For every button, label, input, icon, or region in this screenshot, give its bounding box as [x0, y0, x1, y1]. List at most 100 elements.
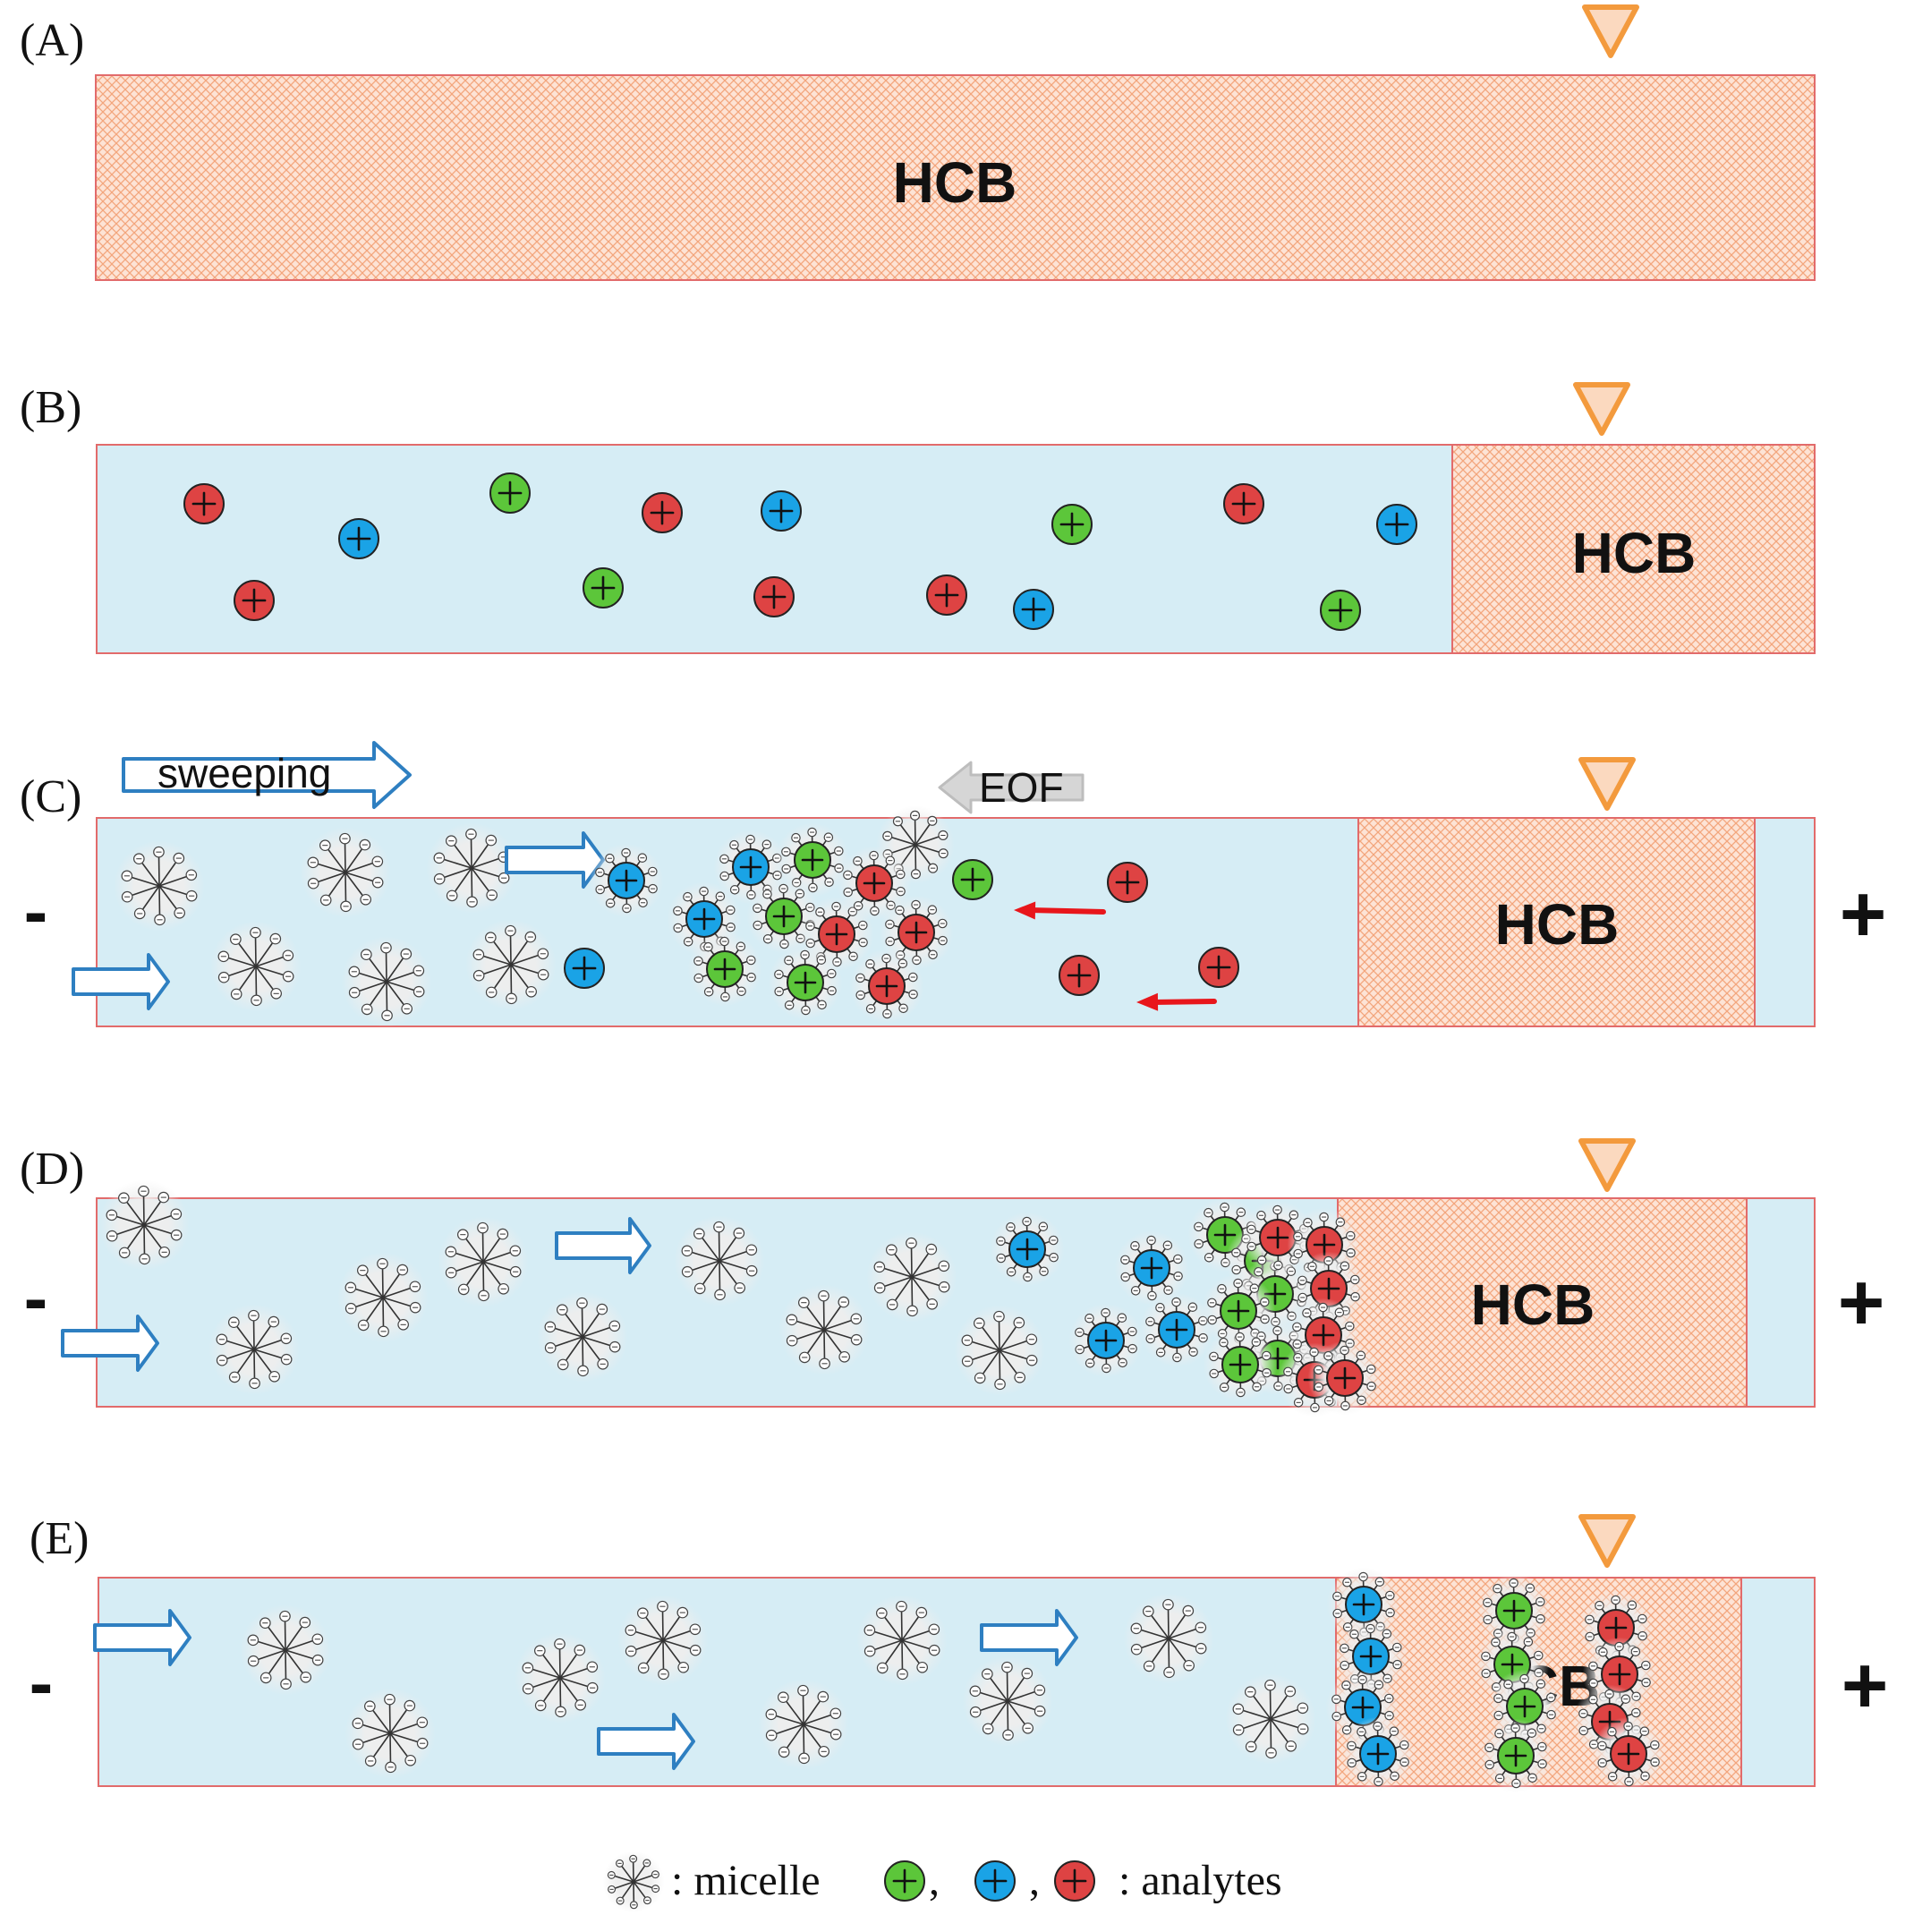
panel-d: (D) HCB - +: [20, 1138, 1885, 1417]
panel-c: (C) HCB - + sweeping EOF: [20, 741, 1887, 1027]
micelle-bound-analyte-icon: [1591, 1716, 1666, 1792]
micelle-bound-analyte-icon: [589, 843, 664, 918]
analyte-red-icon: [642, 492, 683, 533]
micelle-bound-analyte-icon: [1478, 1718, 1553, 1793]
analyte-blue-icon: [1008, 1230, 1046, 1268]
micelle-icon: [602, 1851, 665, 1913]
analyte-blue-icon: [1352, 1638, 1390, 1675]
micelle-icon: [674, 1215, 765, 1306]
detector-icon-c: [1578, 757, 1636, 811]
hcb-zone-d: [1337, 1197, 1748, 1408]
panel-label-a: (A): [20, 15, 84, 66]
analyte-blue-icon: [608, 862, 645, 899]
analyte-blue-icon: [761, 490, 802, 532]
micelle-bound-analyte-icon: [1203, 1327, 1278, 1402]
micelle-icon: [515, 1632, 606, 1723]
micelle-bound-analyte-icon: [1114, 1230, 1189, 1306]
analyte-blue-icon: [1359, 1735, 1397, 1773]
micelle-icon: [465, 919, 557, 1010]
analyte-red-icon: [1059, 955, 1100, 996]
micelle-bound-analyte-icon: [1340, 1716, 1416, 1792]
analyte-green-icon: [1221, 1346, 1259, 1383]
detector-icon-b: [1573, 382, 1630, 436]
analyte-red-icon: [1597, 1609, 1635, 1647]
micelle-icon: [426, 822, 517, 914]
analyte-blue-icon: [338, 518, 379, 559]
analyte-blue-icon: [1087, 1322, 1125, 1359]
panel-label-c: (C): [20, 771, 81, 822]
micelle-icon: [345, 1688, 436, 1779]
analyte-blue-icon: [974, 1860, 1016, 1902]
sweep-direction-arrow: [555, 1217, 651, 1274]
micelle-bound-analyte-icon: [990, 1212, 1065, 1287]
sweep-direction-arrow: [93, 1609, 191, 1666]
analyte-red-icon: [1326, 1359, 1364, 1397]
micelle-icon: [240, 1604, 331, 1696]
anode-sign-d: +: [1838, 1258, 1885, 1348]
micelle-icon: [208, 1304, 300, 1395]
legend: : micelle , , : analytes: [602, 1851, 1282, 1913]
sweeping-label: sweeping: [157, 750, 331, 796]
analyte-green-icon: [787, 964, 824, 1001]
panel-label-b: (B): [20, 382, 81, 433]
hcb-zone-b: [1451, 444, 1816, 654]
analyte-migration-arrow: [1014, 901, 1106, 920]
analyte-blue-icon: [1345, 1586, 1382, 1623]
panel-b: (B) HCB: [20, 382, 1816, 654]
analyte-green-icon: [489, 472, 531, 514]
legend-separator-1: ,: [929, 1857, 940, 1904]
hcb-label-a: HCB: [893, 150, 1017, 215]
cathode-sign-c: -: [24, 872, 48, 951]
analyte-blue-icon: [1158, 1311, 1195, 1349]
particles-group-e: [93, 1567, 1666, 1793]
analyte-red-icon: [183, 483, 225, 524]
micelle-bound-analyte-icon: [687, 932, 762, 1007]
analyte-red-icon: [818, 915, 855, 953]
micelle-icon: [954, 1305, 1045, 1396]
analyte-green-icon: [952, 859, 993, 900]
micelle-icon: [300, 827, 391, 918]
analyte-green-icon: [1320, 590, 1361, 631]
hcb-label-d: HCB: [1471, 1272, 1595, 1337]
analyte-red-icon: [1107, 862, 1148, 903]
legend-separator-2: ,: [1029, 1857, 1040, 1904]
panel-label-e: (E): [30, 1513, 89, 1564]
panel-a: (A) HCB: [20, 4, 1816, 281]
panel-e: (E) CB - +: [30, 1513, 1889, 1793]
hcb-label-b: HCB: [1572, 521, 1697, 585]
hcb-zone-c: [1357, 817, 1756, 1027]
analyte-red-icon: [897, 914, 935, 951]
analyte-blue-icon: [1013, 589, 1054, 630]
analyte-blue-icon: [1344, 1689, 1382, 1726]
micelle-icon: [962, 1655, 1053, 1747]
micelle-icon: [1225, 1673, 1316, 1765]
anode-sign-c: +: [1840, 870, 1887, 959]
analyte-red-icon: [1601, 1655, 1638, 1693]
analyte-red-icon: [1610, 1735, 1647, 1773]
analytes-group-b: [183, 472, 1417, 631]
micelle-icon: [537, 1291, 628, 1383]
sweeping-arrow: [122, 741, 412, 809]
micelle-bound-analyte-icon: [1333, 1619, 1408, 1694]
legend-micelle-text: : micelle: [671, 1857, 821, 1904]
analyte-red-icon: [1223, 483, 1264, 524]
analyte-green-icon: [1495, 1592, 1533, 1630]
cathode-sign-d: -: [24, 1258, 48, 1338]
analyte-green-icon: [1220, 1292, 1257, 1330]
sweep-direction-arrow: [72, 953, 170, 1010]
micelle-icon: [438, 1216, 529, 1307]
analyte-green-icon: [1497, 1737, 1535, 1775]
micelle-icon: [856, 1595, 948, 1686]
anode-sign-e: +: [1842, 1641, 1889, 1731]
analyte-blue-icon: [564, 948, 605, 989]
detector-icon-e: [1578, 1514, 1636, 1568]
analyte-blue-icon: [732, 848, 770, 886]
micelle-icon: [778, 1284, 870, 1375]
analyte-blue-icon: [1376, 504, 1417, 545]
hcb-zone-a: [95, 74, 1816, 281]
micelle-bound-analyte-icon: [837, 846, 912, 921]
micelle-bound-analyte-icon: [1139, 1292, 1214, 1367]
particles-group-c: [72, 805, 1239, 1027]
micelle-icon: [758, 1679, 849, 1770]
